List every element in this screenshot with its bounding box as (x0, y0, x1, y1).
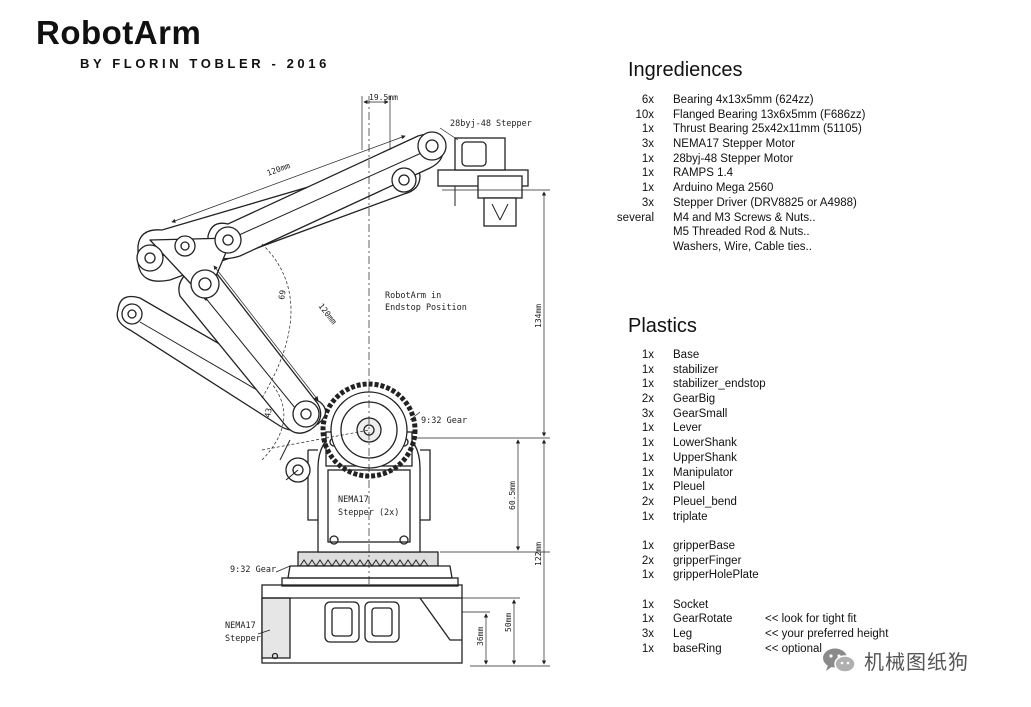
label-gear-lower: 9:32 Gear (230, 565, 276, 575)
dim-angle-a: 69 (277, 289, 288, 300)
plastics-title: Plastics (628, 315, 697, 337)
label-gear-upper: 9:32 Gear (421, 416, 467, 426)
robot-arm-drawing: 19.5mm 120mm 120mm 69 43 134mm 60.5mm 12… (116, 93, 550, 667)
dim-angle-b: 43 (263, 407, 274, 418)
label-nema-lower-2: Stepper (225, 634, 261, 644)
list-item: Washers, Wire, Cable ties.. (673, 240, 812, 253)
dim-height-base: 50mm (504, 613, 513, 632)
watermark-text: 机械图纸狗 (864, 652, 969, 674)
wechat-icon (823, 648, 856, 673)
label-nema-lower-1: NEMA17 (225, 621, 256, 631)
dim-height-top: 134mm (534, 304, 543, 328)
dim-height-mid: 60.5mm (508, 481, 517, 510)
upper-link (207, 133, 444, 260)
label-nema-upper-1: NEMA17 (338, 495, 369, 505)
dim-upper-arm: 120mm (266, 161, 292, 178)
gripper (437, 137, 529, 227)
label-endstop-1: RobotArm in (385, 291, 441, 301)
upper-gear (320, 381, 418, 479)
dim-height-total: 122mm (534, 542, 543, 566)
base-gear (281, 551, 459, 587)
ingredients-title: Ingrediences (628, 59, 743, 81)
base-housing (261, 584, 463, 664)
label-nema-upper-2: Stepper (2x) (338, 508, 399, 518)
list-item: M5 Threaded Rod & Nuts.. (673, 226, 810, 239)
dim-top-offset: 19.5mm (369, 93, 398, 102)
dim-height-base-inner: 36mm (476, 627, 485, 646)
watermark: 机械图纸狗 (822, 646, 969, 675)
label-stepper-small: 28byj-48 Stepper (450, 119, 532, 129)
label-endstop-2: Endstop Position (385, 303, 467, 313)
page-subtitle: BY FLORIN TOBLER - 2016 (80, 56, 330, 71)
dim-lower-arm: 120mm (316, 302, 338, 327)
page-title: RobotArm (36, 14, 202, 51)
